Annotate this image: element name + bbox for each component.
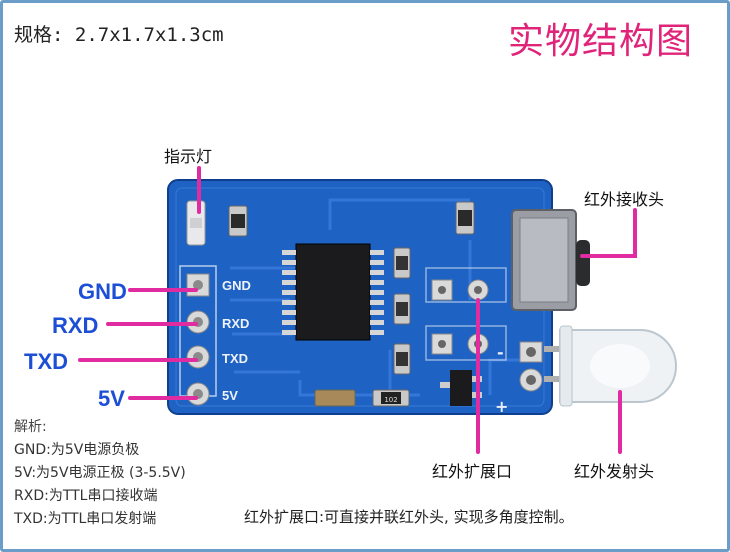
pin-label-rxd: RXD [52,313,99,338]
spec-text: 规格: 2.7x1.7x1.3cm [14,24,224,46]
smd-capacitor-bottom [314,389,356,407]
resistor-code: 102 [384,396,397,404]
label-ir-receiver: 红外接收头 [584,190,665,209]
label-ir-expansion: 红外扩展口 [432,462,513,481]
page-title: 实物结构图 [508,21,694,62]
note-line: TXD:为TTL串口发射端 [14,511,157,527]
label-ir-emitter: 红外发射头 [574,462,655,481]
pin-label-gnd: GND [78,279,127,304]
mcu-chip [282,243,384,341]
label-indicator: 指示灯 [164,147,213,166]
silk-gnd: GND [222,278,251,293]
ir-emitter [544,325,677,407]
transistor [450,370,472,406]
pointer-ir-receiver [580,208,637,258]
pin-label-txd: TXD [24,349,68,374]
pin-label-5v: 5V [98,386,125,411]
note-line: GND:为5V电源负极 [14,442,140,458]
silk-5v: 5V [222,388,238,403]
silk-rxd: RXD [222,316,249,331]
ir-receiver [511,209,590,311]
footer-note: 红外扩展口:可直接并联红外头, 实现多角度控制。 [244,508,574,526]
note-line: RXD:为TTL串口接收端 [14,488,158,504]
pin-notes: 解析: GND:为5V电源负极 5V:为5V电源正极 (3-5.5V) RXD:… [14,416,186,531]
silk-txd: TXD [222,351,248,366]
note-line: 5V:为5V电源正极 (3-5.5V) [14,465,186,481]
polarity-plus: + [495,397,508,416]
notes-heading: 解析: [14,419,47,435]
polarity-minus: - [497,343,504,362]
